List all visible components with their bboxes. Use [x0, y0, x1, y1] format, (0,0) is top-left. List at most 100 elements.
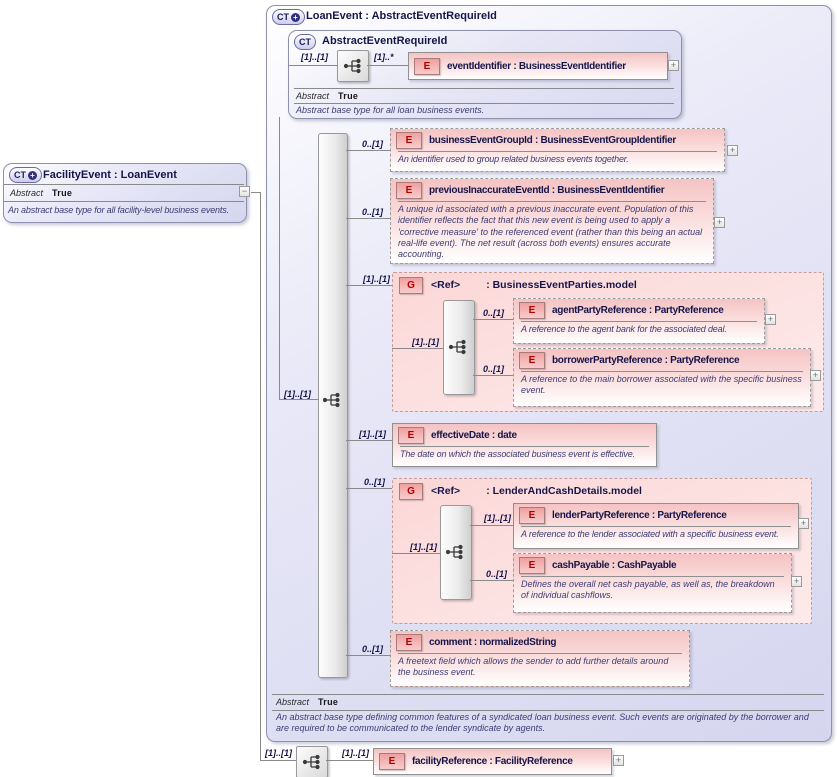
element-badge-icon: E — [398, 426, 424, 444]
group-header: G <Ref> : BusinessEventParties.model — [393, 273, 823, 297]
cardinality-label: [1]..[1] — [412, 337, 439, 347]
cardinality-label: 0..[1] — [362, 644, 384, 654]
connector-line — [346, 440, 392, 441]
sequence-icon — [296, 746, 328, 777]
divider-line — [4, 184, 244, 185]
connector-line — [470, 525, 513, 526]
expand-toggle[interactable]: + — [798, 518, 809, 529]
sequence-icon — [322, 392, 340, 408]
element-badge-icon: E — [519, 351, 545, 369]
ct-badge-label: CT — [299, 37, 311, 47]
element-name: agentPartyReference : PartyReference — [552, 304, 724, 316]
abstract-label: Abstract — [276, 697, 310, 707]
expand-toggle[interactable]: + — [668, 60, 679, 71]
connector-line — [346, 218, 390, 219]
cardinality-label: 0..[1] — [364, 477, 386, 487]
divider-line — [294, 103, 674, 104]
ct-badge-label: CT — [14, 170, 26, 180]
element-badge-icon: E — [414, 57, 440, 75]
group-header: G <Ref> : LenderAndCashDetails.model — [393, 479, 811, 503]
element-badge-icon: E — [519, 556, 545, 574]
group-type-label: : LenderAndCashDetails.model — [486, 485, 642, 497]
expand-toggle[interactable]: + — [613, 755, 624, 766]
annotation-text: A reference to the agent bank for the as… — [521, 321, 757, 335]
cardinality-label: [1]..[1] — [484, 513, 511, 523]
element-effectivedate[interactable]: E effectiveDate : date The date on which… — [392, 423, 657, 467]
connector-line — [473, 319, 513, 320]
group-ref-label: <Ref> — [431, 279, 461, 291]
abstract-label: Abstract — [10, 188, 44, 198]
connector-line — [346, 150, 390, 151]
annotation-text: A freetext field which allows the sender… — [398, 653, 682, 679]
group-ref-label: <Ref> — [431, 485, 461, 497]
connector-line — [251, 192, 261, 193]
expand-toggle[interactable]: + — [727, 145, 738, 156]
complex-type-facilityevent — [3, 163, 247, 223]
element-businesseventgroupid[interactable]: E businessEventGroupId : BusinessEventGr… — [390, 128, 725, 172]
annotation-text: An abstract base type for all facility-l… — [8, 205, 229, 215]
element-agentpartyreference[interactable]: E agentPartyReference : PartyReference A… — [513, 298, 765, 344]
connector-line — [346, 285, 392, 286]
element-name: facilityReference : FacilityReference — [412, 756, 573, 767]
element-header: E previousInaccurateEventId : BusinessEv… — [391, 179, 713, 201]
element-name: previousInaccurateEventId : BusinessEven… — [429, 184, 665, 196]
connector-line — [279, 117, 280, 399]
element-badge-icon: E — [396, 131, 422, 149]
cardinality-label: [1]..[1] — [359, 429, 386, 439]
element-badge-icon: E — [519, 506, 545, 524]
element-cashpayable[interactable]: E cashPayable : CashPayable Defines the … — [513, 553, 792, 613]
derived-plus-icon: + — [291, 12, 300, 22]
connector-line — [279, 399, 318, 400]
element-header: E cashPayable : CashPayable — [514, 554, 791, 576]
element-name: cashPayable : CashPayable — [552, 559, 677, 571]
connector-line — [346, 655, 390, 656]
connector-line — [473, 375, 513, 376]
element-header: E facilityReference : FacilityReference — [374, 749, 611, 774]
complex-type-icon: CT — [294, 34, 316, 50]
element-name: comment : normalizedString — [429, 636, 557, 648]
element-lenderpartyreference[interactable]: E lenderPartyReference : PartyReference … — [513, 503, 799, 549]
element-name: businessEventGroupId : BusinessEventGrou… — [429, 134, 676, 146]
annotation-text: Defines the overall net cash payable, as… — [521, 576, 784, 602]
expand-toggle[interactable]: + — [810, 370, 821, 381]
collapse-toggle[interactable]: − — [239, 186, 250, 197]
element-borrowerpartyreference[interactable]: E borrowerPartyReference : PartyReferenc… — [513, 348, 811, 407]
cardinality-label: 0..[1] — [362, 139, 384, 149]
connector-line — [392, 348, 443, 349]
complex-type-icon: CT + — [9, 167, 42, 183]
element-header: E effectiveDate : date — [393, 424, 656, 446]
element-comment[interactable]: E comment : normalizedString A freetext … — [390, 630, 690, 687]
derived-plus-icon: + — [28, 170, 37, 180]
expand-toggle[interactable]: + — [765, 314, 776, 325]
complex-type-icon: CT + — [272, 9, 305, 25]
cardinality-label: 0..[1] — [486, 569, 508, 579]
element-badge-icon: E — [396, 633, 422, 651]
element-eventidentifier[interactable]: E eventIdentifier : BusinessEventIdentif… — [408, 52, 668, 80]
abstract-label: Abstract — [296, 91, 330, 101]
cardinality-label: [1]..[1] — [363, 274, 390, 284]
abstracteventrequireid-title: AbstractEventRequireId — [322, 35, 448, 47]
expand-toggle[interactable]: + — [791, 576, 802, 587]
expand-toggle[interactable]: + — [714, 217, 725, 228]
element-previousinaccurateeventid[interactable]: E previousInaccurateEventId : BusinessEv… — [390, 178, 714, 264]
element-badge-icon: E — [396, 181, 422, 199]
element-header: E borrowerPartyReference : PartyReferenc… — [514, 349, 810, 371]
element-badge-icon: E — [519, 301, 545, 319]
annotation-text: Abstract base type for all loan business… — [296, 105, 485, 115]
annotation-text: A reference to the main borrower associa… — [521, 371, 803, 397]
element-name: eventIdentifier : BusinessEventIdentifie… — [447, 60, 626, 72]
cardinality-label: 0..[1] — [362, 207, 384, 217]
element-header: E eventIdentifier : BusinessEventIdentif… — [409, 53, 667, 79]
annotation-text: The date on which the associated busines… — [400, 446, 649, 460]
connector-line — [470, 580, 513, 581]
cardinality-label: 0..[1] — [483, 308, 505, 318]
cardinality-label: [1]..[1] — [301, 52, 328, 62]
group-type-label: : BusinessEventParties.model — [486, 279, 637, 291]
connector-line — [260, 760, 296, 761]
cardinality-label: [1]..* — [374, 52, 394, 62]
element-facilityreference[interactable]: E facilityReference : FacilityReference — [373, 748, 612, 775]
divider-line — [272, 710, 824, 711]
group-badge-icon: G — [399, 276, 423, 294]
connector-line — [326, 760, 373, 761]
